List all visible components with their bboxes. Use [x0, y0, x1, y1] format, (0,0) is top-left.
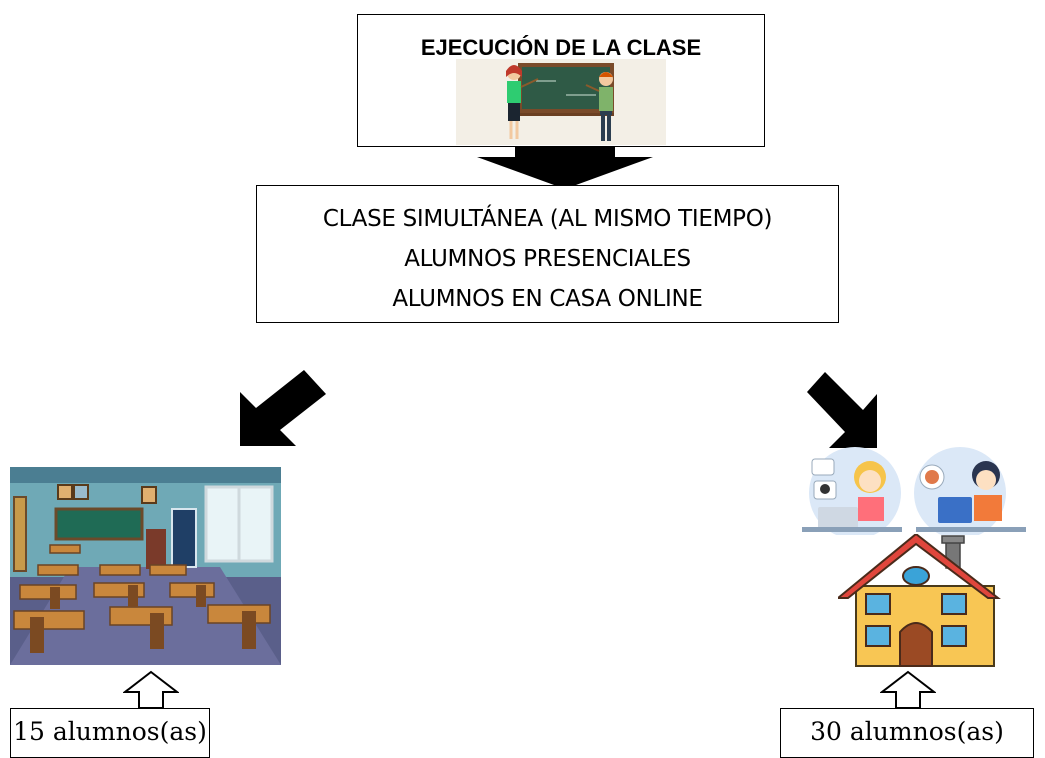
- in-person-count: 15 alumnos(as): [13, 717, 207, 746]
- up-arrow-left: [123, 670, 179, 709]
- in-person-count-box: 15 alumnos(as): [10, 708, 210, 758]
- down-left-arrow: [240, 370, 326, 446]
- in-person-students-line: ALUMNOS PRESENCIALES: [404, 246, 691, 272]
- online-count: 30 alumnos(as): [810, 717, 1004, 746]
- class-execution-box: EJECUCIÓN DE LA CLASE: [357, 14, 765, 147]
- online-count-box: 30 alumnos(as): [780, 708, 1034, 758]
- down-arrow: [477, 147, 653, 189]
- simultaneous-class-line: CLASE SIMULTÁNEA (AL MISMO TIEMPO): [322, 206, 773, 232]
- teachers-blackboard-illustration: [456, 59, 666, 145]
- online-students-illustration: [802, 447, 1026, 535]
- online-students-line: ALUMNOS EN CASA ONLINE: [392, 286, 703, 312]
- class-execution-title: EJECUCIÓN DE LA CLASE: [420, 35, 702, 60]
- simultaneous-class-box: CLASE SIMULTÁNEA (AL MISMO TIEMPO) ALUMN…: [256, 185, 839, 323]
- down-right-arrow: [807, 372, 877, 448]
- up-arrow-right: [880, 670, 936, 709]
- classroom-illustration: [10, 467, 281, 665]
- house-illustration: [838, 534, 1001, 667]
